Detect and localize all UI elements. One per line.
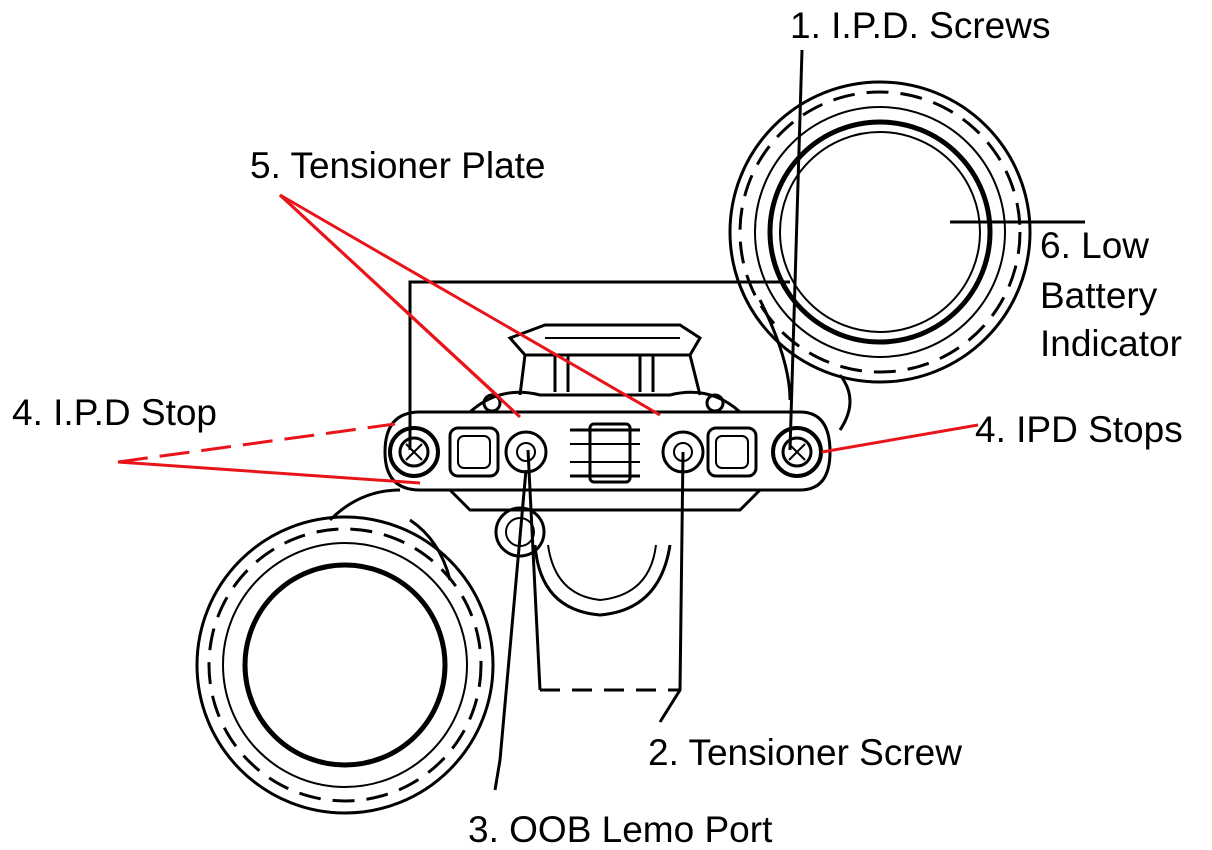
label-tensioner-plate: 5. Tensioner Plate (250, 145, 546, 186)
lemo-port (494, 506, 672, 617)
label-ipd-stop-left: 4. I.P.D Stop (12, 392, 217, 433)
tensioner-screw-left (504, 430, 548, 474)
leader-lines-black (408, 49, 1085, 791)
label-tensioner-screw: 2. Tensioner Screw (648, 732, 962, 773)
label-ipd-screws: 1. I.P.D. Screws (790, 5, 1050, 46)
top-mount (468, 323, 742, 414)
ipd-screw-left (388, 426, 440, 478)
label-oob-lemo-port: 3. OOB Lemo Port (468, 809, 773, 850)
label-low-battery-line2: Battery (1040, 275, 1158, 316)
ipd-screw-right (771, 426, 823, 478)
label-low-battery-line3: Indicator (1040, 323, 1182, 364)
eyepiece-upper-right (728, 80, 1032, 431)
label-low-battery-line1: 6. Low (1040, 225, 1149, 266)
leader-lines-red (117, 193, 979, 485)
label-ipd-stops-right: 4. IPD Stops (975, 409, 1183, 450)
bridge-bar (383, 410, 832, 512)
eyepiece-lower-left (195, 488, 495, 815)
